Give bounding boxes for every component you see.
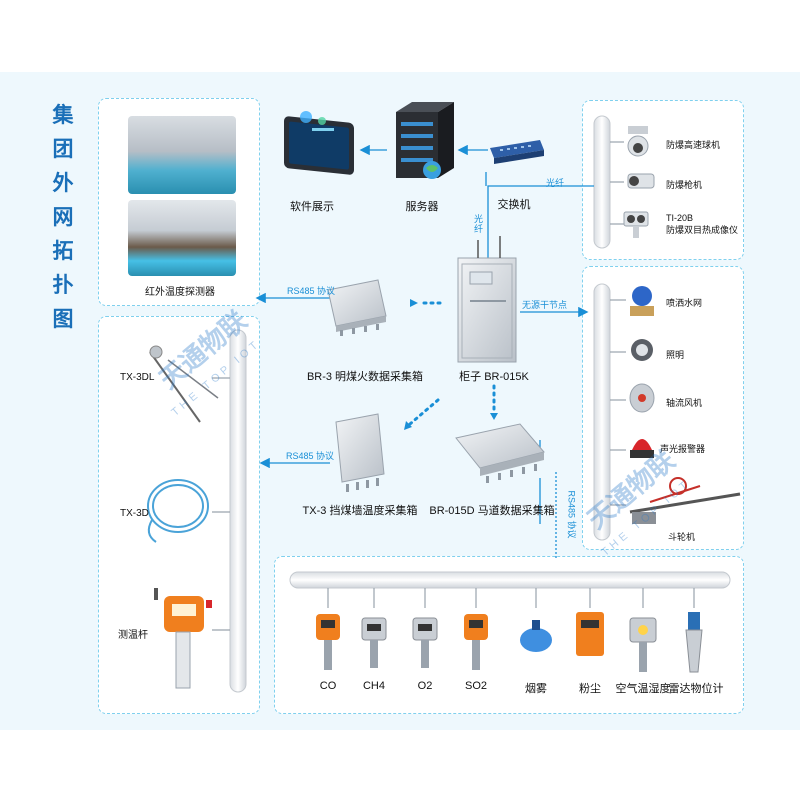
br015d-label: BR-015D 马道数据采集箱 bbox=[429, 505, 555, 517]
br015d-box-icon bbox=[455, 423, 545, 483]
air-humidity-sensor-icon bbox=[629, 617, 657, 672]
sensor-label: O2 bbox=[417, 680, 433, 692]
tx3dl-sensor-icon bbox=[149, 345, 219, 423]
switch-label: 交换机 bbox=[497, 199, 531, 211]
software-label: 软件展示 bbox=[290, 201, 334, 213]
smoke-sensor-icon bbox=[520, 620, 552, 652]
so2-sensor-icon bbox=[464, 614, 488, 670]
title-char: 网 bbox=[52, 205, 74, 229]
tx3d-label: TX-3D bbox=[120, 508, 149, 519]
ir-photo-top bbox=[128, 116, 236, 194]
co-sensor-icon bbox=[316, 614, 340, 670]
title-char: 扑 bbox=[52, 273, 74, 297]
rs485-label-tx3: RS485 协议 bbox=[286, 451, 335, 461]
server-icon bbox=[396, 102, 454, 179]
sensor-label: CO bbox=[319, 680, 337, 692]
temp-rod-icon bbox=[154, 588, 212, 689]
camera-bus-pipe bbox=[593, 115, 611, 249]
actuator-label: 喷洒水网 bbox=[666, 298, 703, 308]
actuator-label: 斗轮机 bbox=[668, 532, 696, 542]
title-char: 团 bbox=[52, 137, 74, 161]
server-label: 服务器 bbox=[405, 201, 439, 213]
gas-bus-pipe bbox=[289, 571, 731, 589]
sensor-label: 烟雾 bbox=[525, 683, 547, 695]
tx3dl-label: TX-3DL bbox=[120, 372, 155, 383]
ir-detector-label: 红外温度探测器 bbox=[145, 287, 215, 298]
actuator-label: 声光报警器 bbox=[660, 444, 706, 454]
bullet-camera-icon bbox=[627, 173, 655, 189]
fiber-label-vertical: 光纤 bbox=[474, 214, 484, 234]
dome-camera-icon bbox=[627, 126, 649, 157]
ir-photo-bottom bbox=[128, 200, 236, 276]
switch-icon bbox=[490, 140, 544, 164]
br3-box-icon bbox=[327, 279, 387, 336]
rs485-label-br015d: RS485 协议 bbox=[566, 490, 577, 539]
temperature-bus-pipe bbox=[229, 329, 247, 693]
water-valve-icon bbox=[630, 286, 654, 316]
rs485-label-br3: RS485 协议 bbox=[287, 286, 336, 296]
alarm-icon bbox=[630, 439, 654, 458]
camera-label: 防爆枪机 bbox=[666, 180, 703, 190]
radar-level-gauge-icon bbox=[685, 612, 703, 673]
axial-fan-icon bbox=[629, 383, 655, 413]
fiber-label-horizontal: 光纤 bbox=[546, 178, 565, 188]
title-char: 外 bbox=[52, 171, 74, 195]
camera-label: 防爆高速球机 bbox=[666, 140, 721, 150]
sensor-label: 空气温湿度 bbox=[615, 683, 671, 695]
bucket-wheel-icon bbox=[629, 477, 741, 524]
dry-contact-label: 无源干节点 bbox=[522, 300, 568, 310]
sensor-label: CH4 bbox=[362, 680, 386, 692]
tablet-icon bbox=[284, 111, 354, 175]
actuator-bus-pipe bbox=[593, 283, 611, 541]
sensor-label: 粉尘 bbox=[579, 683, 601, 695]
temp-rod-label: 测温杆 bbox=[118, 630, 148, 641]
title-char: 集 bbox=[52, 103, 74, 127]
o2-sensor-icon bbox=[412, 617, 438, 668]
tx3-label: TX-3 挡煤墙温度采集箱 bbox=[302, 505, 418, 517]
title-char: 拓 bbox=[52, 239, 74, 263]
tx3d-cable-icon bbox=[147, 479, 209, 543]
br3-label: BR-3 明煤火数据采集箱 bbox=[306, 371, 424, 383]
sensor-label: 雷达物位计 bbox=[668, 683, 724, 695]
ch4-sensor-icon bbox=[361, 617, 387, 668]
tx3-box-icon bbox=[335, 413, 385, 492]
dust-sensor-icon bbox=[576, 612, 604, 656]
actuator-label: 照明 bbox=[666, 350, 685, 360]
thermal-camera-icon bbox=[623, 211, 649, 238]
diagram-title: 集 团 外 网 拓 扑 图 bbox=[52, 98, 74, 336]
camera-label: TI-20B 防爆双目热成像仪 bbox=[666, 213, 739, 235]
sensor-label: SO2 bbox=[464, 680, 488, 692]
cabinet-label: 柜子 BR-015K bbox=[459, 371, 529, 383]
actuator-label: 轴流风机 bbox=[666, 398, 703, 408]
lighting-icon bbox=[631, 339, 653, 361]
cabinet-icon bbox=[457, 236, 517, 363]
title-char: 图 bbox=[52, 307, 74, 331]
